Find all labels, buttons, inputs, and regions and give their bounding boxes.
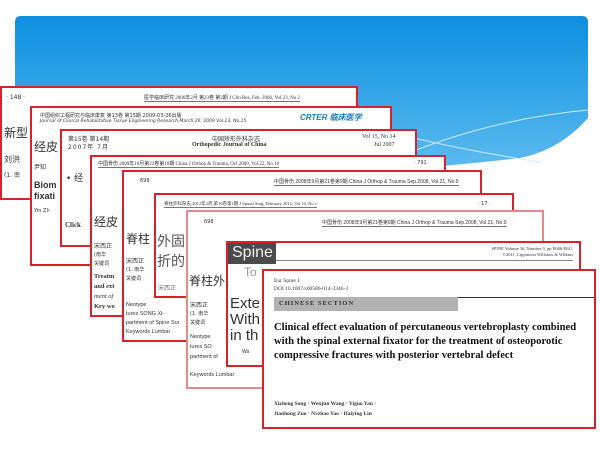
- en-keywords: Keywords Lumbar: [126, 329, 171, 335]
- journal-cn: 中国矫形外科杂志: [212, 136, 261, 143]
- en-title: Biom: [34, 180, 57, 190]
- authors-line-2: Jianhong Zuo · Nvzhao Yao · Haiying Lin: [274, 411, 372, 417]
- journal-header-2: ©2011, Lippincott Williams & Wilkins: [502, 252, 573, 257]
- en-line-3: ment of: [94, 293, 114, 300]
- page-number: 698: [204, 219, 214, 225]
- journal-en: Orthopedic Journal of China: [192, 142, 267, 148]
- en-line-1: Neotype: [126, 302, 147, 308]
- en-line-3: partment of Spine Sur: [126, 320, 180, 326]
- page-number: 698: [140, 178, 150, 184]
- paper-title-line1: 外固: [157, 234, 185, 250]
- en-line-2: tures SONG Xi-: [126, 311, 165, 317]
- en-line-2: and ext: [94, 283, 115, 290]
- journal-header-1: SPINE Volume 36, Number 9, pp E606-E611: [491, 246, 573, 251]
- affiliation: (南华: [94, 252, 106, 258]
- authors: 尹知: [34, 164, 47, 171]
- authors: 刘洪: [4, 155, 20, 164]
- spine-logo: Spine: [228, 243, 276, 264]
- en-keywords: Keywords Lumbar: [190, 372, 235, 378]
- affiliation: (1. 南华: [190, 311, 209, 317]
- keywords-label: 关键词: [94, 261, 110, 267]
- paper-eur-spine-j: Eur Spine J DOI 10.1007/s00586-014-3346-…: [262, 269, 596, 429]
- authors: 宋西正: [158, 285, 177, 292]
- authors: Wa: [242, 349, 250, 355]
- title-line-3: in th: [230, 327, 259, 344]
- en-authors: Yin Zh: [34, 208, 50, 214]
- page-number: · 17 ·: [478, 201, 491, 207]
- paper-title: 经皮: [94, 215, 119, 229]
- journal-header-cn: 中国组织工程研究与临床康复 第13卷 第15期 2009-03-26出版: [40, 113, 182, 119]
- journal-name: Eur Spine J: [274, 278, 300, 284]
- journal-header: 中国骨伤 2008年9月第21卷第9期 China J Orthop & Tra…: [322, 220, 507, 227]
- journal-header: 中国骨伤 2008年9月第21卷第9期 China J Orthop & Tra…: [274, 179, 459, 186]
- topic-label: To: [244, 265, 257, 279]
- paper-title: 新型: [4, 126, 29, 140]
- journal-header: 脊柱外科杂志,2012年2月,第10卷第1期 J Spinal Surg, Fe…: [164, 201, 318, 208]
- page-number: · 791 ·: [414, 160, 430, 166]
- authors: 宋西正: [126, 258, 145, 265]
- en-line-1: Treatm: [94, 273, 115, 280]
- en-keywords: Key wo: [94, 303, 115, 310]
- authors: 宋西正: [190, 302, 209, 309]
- paper-title-line2: 折的: [157, 254, 185, 270]
- volume-en: Vol 15, No 14: [362, 134, 396, 140]
- en-title-line2: fixati: [34, 191, 56, 201]
- bullet-text: • 经: [66, 174, 84, 184]
- crter-logo: CRTER 临床医学: [300, 113, 362, 122]
- journal-header: 中国骨伤 2009年10月第22卷第10期 China J Orthop & T…: [98, 162, 280, 168]
- paper-title: Clinical effect evaluation of percutaneo…: [274, 322, 577, 361]
- journal-header: 医学临床研究 2006年2月 第23卷 第2期 J Clin Res, Feb.…: [144, 96, 300, 102]
- affiliation: (1. 南: [4, 172, 20, 179]
- spine-logo-text: Spine: [232, 244, 273, 261]
- section-label: CHINESE SECTION: [279, 300, 355, 307]
- click-text[interactable]: Click: [65, 221, 81, 229]
- title-line-1: Exte: [230, 295, 261, 312]
- date-en: Jul 2007: [374, 142, 395, 148]
- volume-cn: 第15卷 第14期: [68, 136, 110, 143]
- en-line-3: partment of: [190, 354, 218, 360]
- keywords-label: 关键词: [190, 320, 206, 326]
- keywords-label: 关键词: [126, 276, 142, 282]
- authors-line-1: Xizheng Song · Wenjun Wang · Yiguo Yan ·: [274, 401, 377, 407]
- affiliation: (1. 南华: [126, 267, 145, 273]
- en-line-2: tures SO: [190, 344, 212, 350]
- date-cn: 2007年 7月: [68, 144, 109, 151]
- paper-title: 脊柱外: [189, 274, 226, 288]
- authors: 宋西正: [94, 243, 113, 250]
- journal-header-en: Journal of Clinical Rehabilitative Tissu…: [40, 119, 247, 124]
- en-line-1: Neotype: [190, 334, 211, 340]
- doi: DOI 10.1007/s00586-014-3346-3: [274, 286, 348, 292]
- bullet-label: 经: [74, 174, 84, 184]
- paper-title: 经皮: [34, 140, 59, 154]
- page-number: · 148 ·: [6, 94, 26, 101]
- title-line-2: With: [230, 311, 260, 328]
- section-band: CHINESE SECTION: [274, 297, 458, 311]
- paper-title: 脊柱: [126, 232, 151, 246]
